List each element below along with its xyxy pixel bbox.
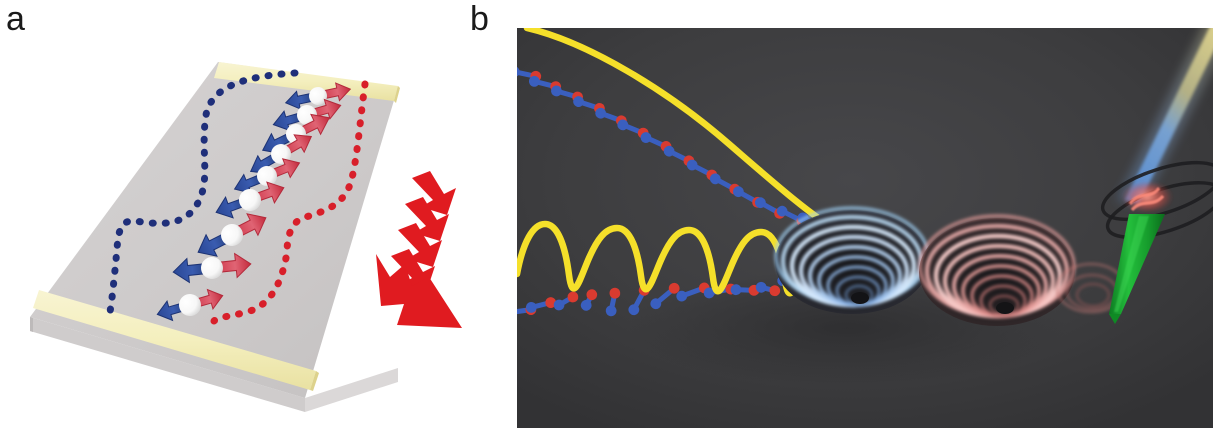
red-dotted-domain-wall (210, 80, 369, 325)
blue-ring (844, 284, 874, 306)
spin-dumbbell (676, 282, 710, 302)
blue-node (703, 287, 715, 299)
blue-node (776, 205, 788, 217)
red-vortex-funnel (918, 214, 1076, 326)
slab-front-face (30, 317, 305, 412)
spin-dumbbell (755, 281, 781, 297)
white-sphere (239, 189, 261, 211)
blue-node (595, 107, 607, 119)
spin-dumbbell (650, 282, 680, 310)
blue-node (528, 75, 540, 87)
spin-unit (261, 113, 331, 155)
red-node (769, 285, 781, 297)
panel-label-a: a (6, 0, 25, 38)
blue-node (553, 299, 565, 311)
spin-dumbbell (730, 284, 760, 296)
spin-unit (172, 252, 252, 284)
white-sphere (221, 224, 243, 246)
spin-chain (156, 82, 352, 322)
blue-node (605, 305, 617, 317)
blue-node (525, 302, 537, 313)
panel-a-canvas (30, 62, 462, 412)
chevron-2 (405, 197, 449, 241)
blue-node (650, 298, 662, 310)
red-node (545, 297, 557, 308)
spin-dumbbell (605, 287, 621, 317)
chevron-3 (398, 223, 442, 267)
white-sphere (179, 294, 201, 316)
green-conical-tip (1100, 28, 1213, 324)
spin-unit (272, 98, 342, 132)
white-sphere (297, 105, 317, 125)
blue-node (663, 145, 675, 157)
tip-beam-inner (1125, 28, 1213, 204)
slab-left-edge-face (30, 317, 33, 332)
chevron-1 (412, 171, 456, 215)
panel-b-canvas (517, 28, 1213, 428)
bottom-electrode-stripe (33, 290, 316, 390)
red-ring (988, 294, 1020, 316)
blue-node (754, 197, 766, 209)
tip-red-glow (1121, 181, 1173, 213)
panel-b-vortex-render (517, 28, 1213, 428)
red-node (586, 289, 598, 301)
white-sphere (201, 257, 223, 279)
slab-bottom-shadow (305, 368, 398, 412)
white-sphere (271, 144, 291, 164)
blue-node (617, 119, 629, 131)
red-chevron-arrow (376, 171, 462, 328)
spin-unit (156, 288, 224, 322)
tip-cone-apex (1109, 314, 1121, 324)
chevron-arrowhead (376, 254, 462, 328)
top-electrode-stripe-edge (394, 86, 400, 103)
blue-node (686, 159, 698, 171)
tip-cone-highlight (1114, 216, 1149, 312)
blue-node (709, 173, 721, 185)
blue-node (640, 132, 652, 143)
spin-unit (284, 82, 352, 110)
electrode-stripes (33, 62, 400, 391)
red-node (668, 282, 680, 294)
holder-ring-upper (1100, 160, 1213, 222)
spin-dumbbell (525, 297, 557, 313)
blue-node (730, 284, 742, 296)
blue-node (551, 85, 562, 97)
blue-vortex-core (851, 292, 869, 304)
blue-vortex-funnel (774, 206, 930, 314)
yellow-envelope-curve (523, 28, 842, 235)
tip-glow-filament (1128, 186, 1165, 212)
panel-a-spin-chain-slab (0, 0, 500, 428)
bottom-electrode-stripe-edge (310, 371, 319, 391)
white-sphere (309, 87, 327, 105)
spin-unit (233, 158, 301, 194)
spin-dumbbell (580, 289, 598, 311)
red-node (567, 291, 579, 303)
blue-node (755, 281, 767, 293)
top-electrode-stripe (214, 62, 398, 101)
red-ring (979, 284, 1027, 318)
spin-dumbbell (553, 291, 579, 311)
red-vortex-core (996, 302, 1014, 314)
panel-label-b: b (470, 0, 489, 38)
red-node (609, 287, 621, 299)
ripple-ring (1075, 282, 1111, 308)
spin-unit (197, 213, 267, 257)
blue-node (676, 290, 688, 302)
blue-node (580, 299, 592, 311)
blue-node (732, 186, 744, 198)
spin-unit (215, 181, 285, 219)
blue-node (573, 96, 584, 108)
blue-node (628, 304, 640, 316)
blue-vortex-rings (774, 206, 930, 308)
white-sphere (257, 166, 277, 186)
